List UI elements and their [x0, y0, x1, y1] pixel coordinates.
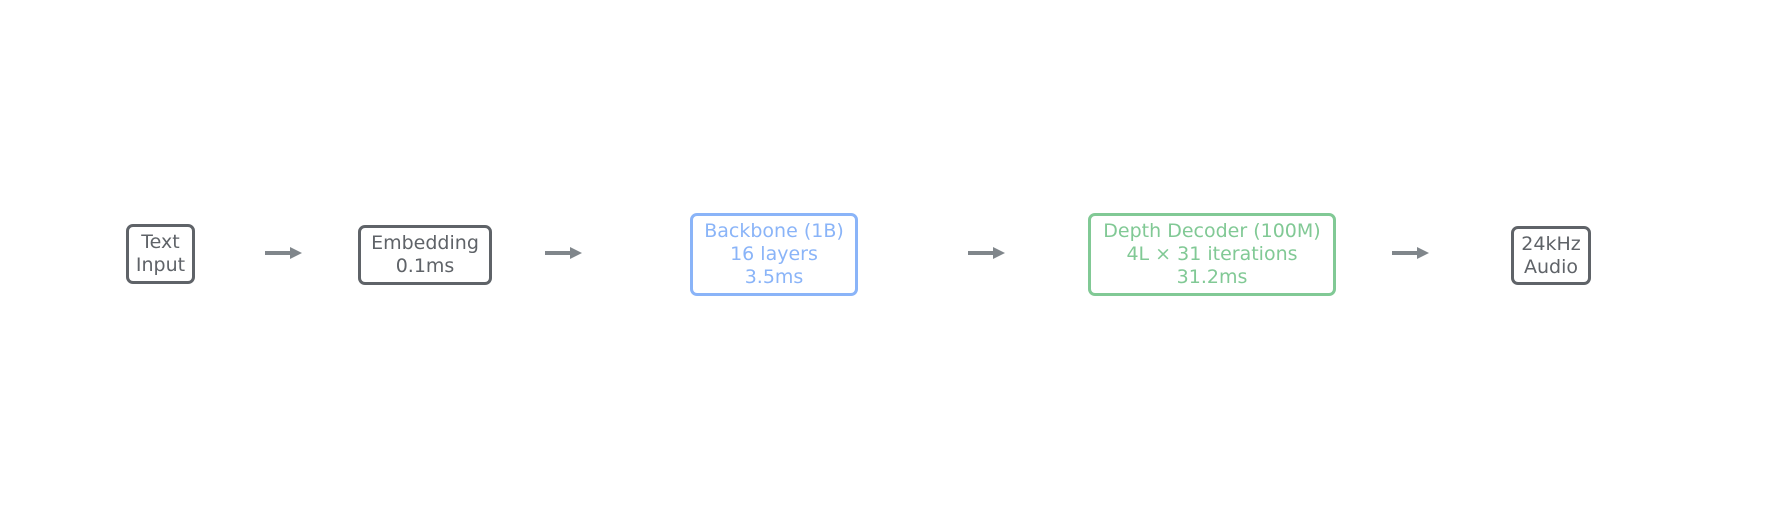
- arrow-right-icon: [545, 246, 583, 260]
- node-label-line: 0.1ms: [395, 255, 455, 277]
- node-depth-decoder: Depth Decoder (100M) 4L × 31 iterations …: [1088, 213, 1336, 296]
- node-label-line: 16 layers: [730, 243, 818, 265]
- node-label-line: Input: [135, 254, 186, 276]
- arrow-right-icon: [968, 246, 1006, 260]
- node-label-line: 31.2ms: [1176, 266, 1248, 288]
- node-backbone: Backbone (1B) 16 layers 3.5ms: [690, 213, 858, 296]
- node-label-line: 4L × 31 iterations: [1126, 243, 1298, 265]
- node-label-line: 3.5ms: [744, 266, 804, 288]
- node-label-line: Audio: [1523, 255, 1578, 278]
- node-audio-output: 24kHz Audio: [1511, 226, 1591, 285]
- arrow-right-icon: [1392, 246, 1430, 260]
- node-label-line: Embedding: [371, 232, 479, 254]
- node-label-line: Backbone (1B): [704, 220, 844, 242]
- node-text-input: Text Input: [126, 224, 195, 284]
- node-label-line: Text: [141, 231, 180, 253]
- node-label-line: 24kHz: [1521, 232, 1581, 255]
- arrow-right-icon: [265, 246, 303, 260]
- node-embedding: Embedding 0.1ms: [358, 225, 492, 285]
- node-label-line: Depth Decoder (100M): [1103, 220, 1321, 242]
